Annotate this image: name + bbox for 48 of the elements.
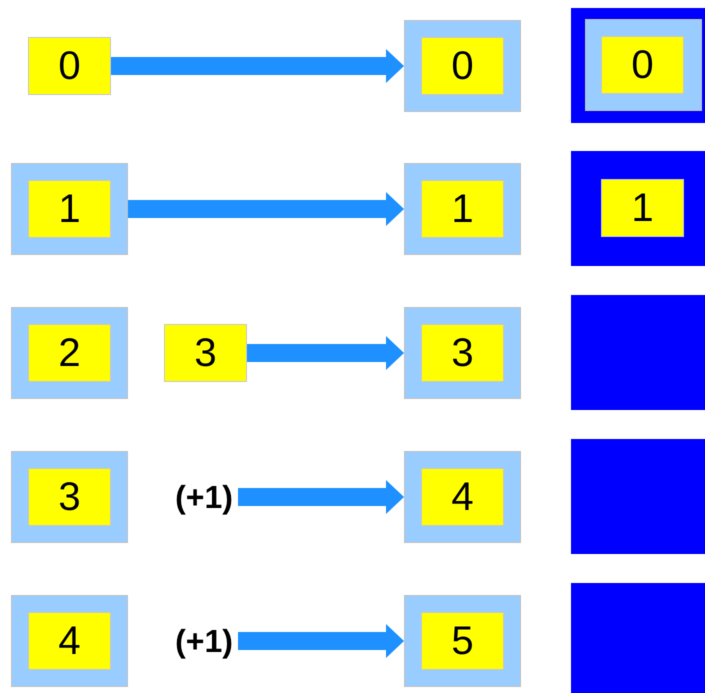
number-text: 4 <box>58 621 81 661</box>
increment-note: (+1) <box>175 625 233 657</box>
arrow <box>238 624 404 658</box>
filled-square <box>571 583 705 693</box>
filled-square <box>571 439 705 554</box>
number-box <box>601 36 684 94</box>
arrow <box>128 192 404 226</box>
number-text: 1 <box>631 188 654 228</box>
number-box <box>421 468 504 526</box>
number-text: 3 <box>58 477 81 517</box>
frame-box <box>585 19 702 111</box>
number-box <box>421 324 504 382</box>
arrow <box>238 480 404 514</box>
number-box <box>28 612 111 670</box>
frame-box <box>404 451 521 543</box>
frame-box <box>11 163 128 255</box>
number-text: 1 <box>58 189 81 229</box>
number-box <box>28 37 111 95</box>
filled-square <box>571 295 705 410</box>
frame-box <box>404 595 521 687</box>
number-box <box>28 180 111 238</box>
arrow <box>111 49 404 83</box>
filled-square <box>571 151 705 266</box>
frame-box <box>404 307 521 399</box>
frame-box <box>11 451 128 543</box>
number-text: 3 <box>194 333 217 373</box>
arrow <box>247 336 404 370</box>
increment-note: (+1) <box>175 481 233 513</box>
filled-square <box>571 8 705 123</box>
frame-box <box>404 163 521 255</box>
number-text: 4 <box>451 477 474 517</box>
frame-box <box>11 595 128 687</box>
number-text: 0 <box>58 46 81 86</box>
number-text: 2 <box>58 333 81 373</box>
frame-box <box>11 307 128 399</box>
number-box <box>28 324 111 382</box>
number-text: 1 <box>451 189 474 229</box>
number-box <box>164 324 247 382</box>
number-text: 0 <box>451 46 474 86</box>
number-box <box>421 612 504 670</box>
number-text: 0 <box>631 45 654 85</box>
number-box <box>421 37 504 95</box>
number-text: 5 <box>451 621 474 661</box>
number-text: 3 <box>451 333 474 373</box>
number-box <box>28 468 111 526</box>
frame-box <box>404 20 521 112</box>
number-box <box>421 180 504 238</box>
number-box <box>601 179 684 237</box>
